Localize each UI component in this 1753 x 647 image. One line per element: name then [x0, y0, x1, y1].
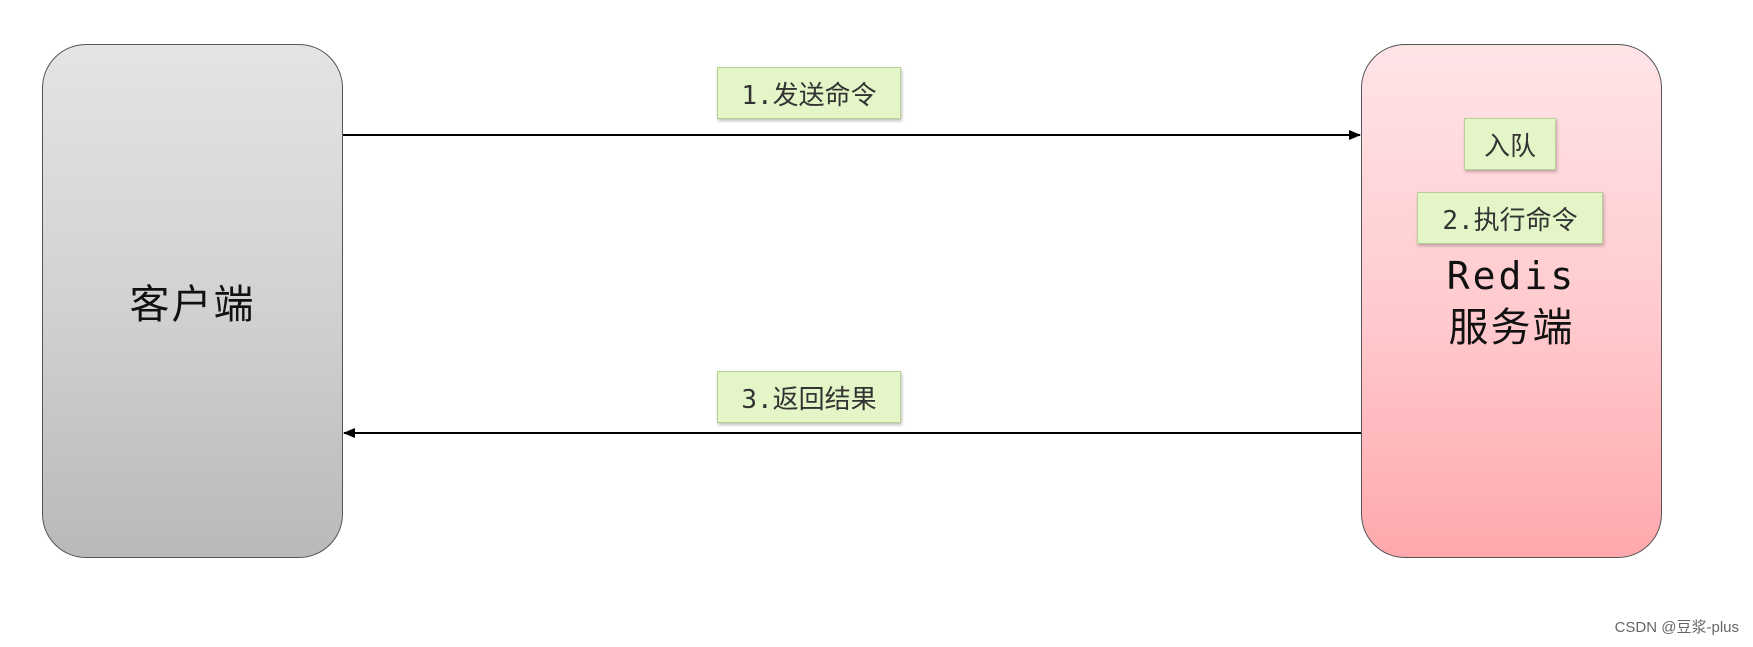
step-send-command-tag: 1.发送命令: [717, 67, 901, 119]
step-enqueue-tag: 入队: [1464, 118, 1556, 170]
server-title-line2: 服务端: [1448, 305, 1575, 351]
step-return-result-tag: 3.返回结果: [717, 371, 901, 423]
client-box: 客户端: [42, 44, 343, 558]
step-execute-command-tag: 2.执行命令: [1417, 192, 1603, 244]
server-title-line1: Redis: [1446, 254, 1577, 298]
redis-server-title: Redis 服务端: [1361, 250, 1662, 354]
watermark: CSDN @豆浆-plus: [1614, 619, 1739, 636]
client-label: 客户端: [129, 282, 256, 328]
